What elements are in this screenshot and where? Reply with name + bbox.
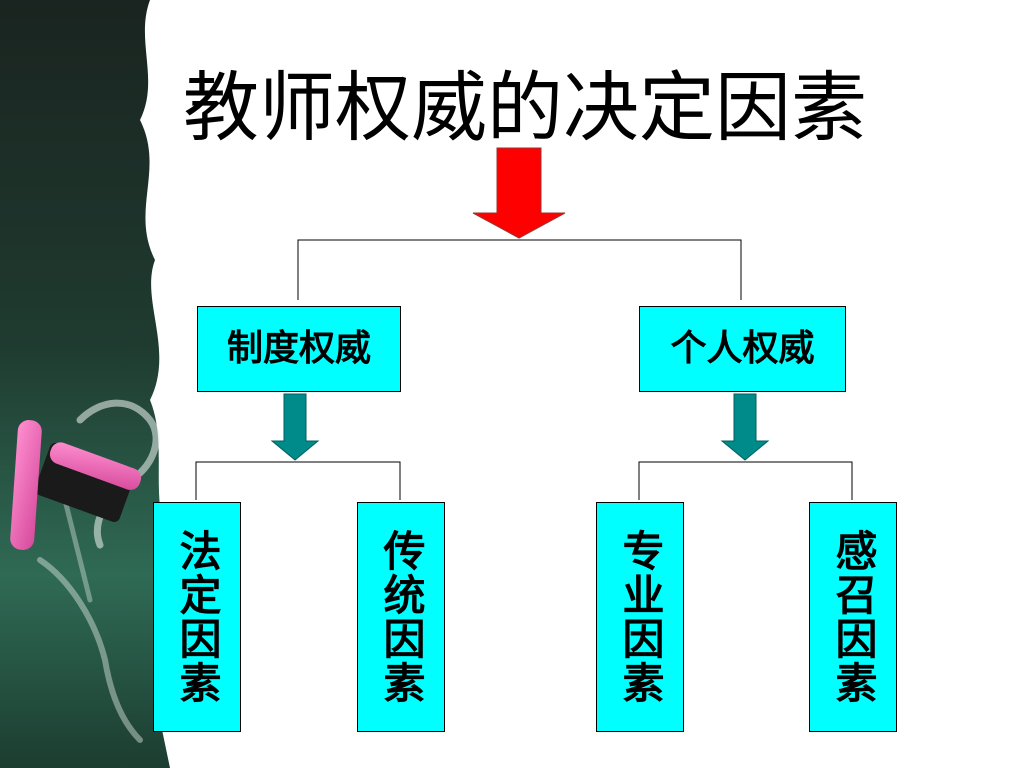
chalk-scribble-2 [37, 557, 143, 743]
box-charisma-factor: 感召因素 [809, 502, 897, 732]
box-traditional-factor: 传统因素 [357, 502, 445, 732]
box-institutional-authority: 制度权威 [197, 306, 401, 392]
box-charisma-factor-label: 感召因素 [829, 529, 878, 705]
main-down-arrow [472, 147, 566, 239]
box-professional-factor: 专业因素 [596, 502, 684, 732]
pink-chalk-stick-2 [10, 420, 42, 550]
chalkboard-background [0, 0, 175, 768]
left-sub-arrow [270, 393, 320, 461]
box-institutional-authority-label: 制度权威 [226, 328, 371, 369]
right-connector [638, 461, 853, 500]
page-title: 教师权威的决定因素 [183, 63, 867, 152]
box-professional-factor-label: 专业因素 [616, 529, 665, 705]
left-connector [195, 461, 401, 500]
box-legal-factor-label: 法定因素 [173, 529, 222, 705]
top-connector [297, 239, 742, 300]
chalkboard-surface [0, 0, 175, 768]
box-personal-authority-label: 个人权威 [670, 328, 815, 369]
right-sub-arrow [720, 393, 770, 461]
pink-chalk-stick [49, 442, 142, 490]
box-traditional-factor-label: 传统因素 [377, 529, 426, 705]
box-personal-authority: 个人权威 [639, 306, 846, 392]
box-legal-factor: 法定因素 [153, 502, 241, 732]
